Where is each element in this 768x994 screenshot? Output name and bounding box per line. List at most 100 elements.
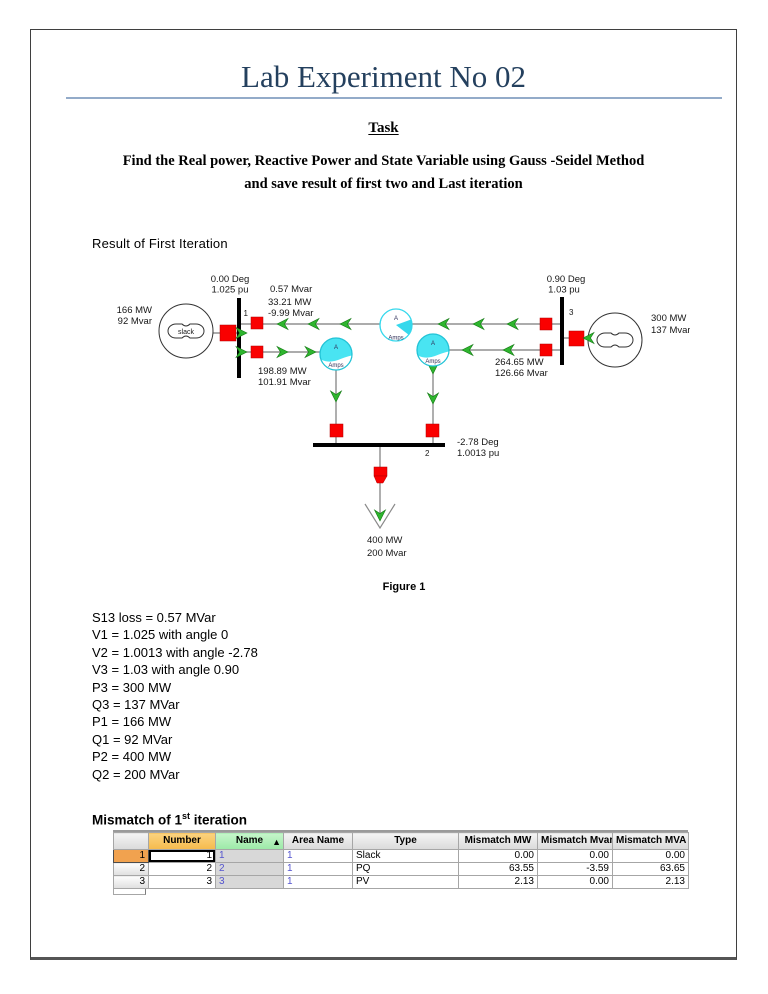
bus2-angle-label: -2.78 Deg <box>457 437 499 448</box>
ammeter-gauge: A Amps <box>379 308 413 342</box>
table-row[interactable]: 2 2 2 1 PQ 63.55 -3.59 63.65 <box>113 862 689 876</box>
flow-arrow-icon <box>235 345 248 359</box>
load-mw-label: 400 MW <box>367 535 402 546</box>
cell-name[interactable]: 2 <box>215 862 284 876</box>
table-row[interactable]: 3 3 3 1 PV 2.13 0.00 2.13 <box>113 875 689 889</box>
cell-mismatch-mw[interactable]: 63.55 <box>458 862 538 876</box>
header-mismatch-mvar[interactable]: Mismatch Mvar <box>537 832 613 850</box>
ammeter-gauge: A Amps <box>319 337 353 371</box>
line12-mw-label: 198.89 MW <box>258 366 307 377</box>
cell-area-name[interactable]: 1 <box>283 849 353 863</box>
header-name[interactable]: Name ▲ <box>215 832 284 850</box>
cell-number[interactable]: 2 <box>148 862 216 876</box>
ammeter-letter: A <box>431 341 435 347</box>
result-line: P2 = 400 MW <box>92 749 172 765</box>
load-breaker-icon <box>373 466 388 477</box>
header-area-name[interactable]: Area Name <box>283 832 353 850</box>
results-list: S13 loss = 0.57 MVar V1 = 1.025 with ang… <box>92 609 258 783</box>
ammeter-needle-wedge <box>396 319 412 335</box>
cell-mismatch-mw[interactable]: 0.00 <box>458 849 538 863</box>
header-name-label: Name <box>235 835 264 846</box>
cell-mismatch-mvar[interactable]: 0.00 <box>537 875 613 889</box>
cell-name[interactable]: 1 <box>215 849 284 863</box>
cell-number[interactable]: 3 <box>148 875 216 889</box>
bus1-pu-label: 1.025 pu <box>212 285 249 296</box>
breaker-icon <box>250 316 264 330</box>
gen3-mvar-label: 137 Mvar <box>651 325 690 336</box>
bus3-angle-label: 0.90 Deg <box>547 274 586 285</box>
task-description: Find the Real power, Reactive Power and … <box>31 150 736 195</box>
bus2-bar <box>313 443 445 447</box>
header-mismatch-mw[interactable]: Mismatch MW <box>458 832 538 850</box>
breaker-icon <box>568 330 585 347</box>
result-line: P1 = 166 MW <box>92 714 172 730</box>
ammeter-units: Amps <box>328 363 343 369</box>
cell-mismatch-mva[interactable]: 63.65 <box>612 862 689 876</box>
line12-mvar-label: 101.91 Mvar <box>258 377 311 388</box>
breaker-icon <box>539 317 553 331</box>
load-mvar-label: 200 Mvar <box>367 548 407 559</box>
sort-ascending-icon[interactable]: ▲ <box>272 837 281 847</box>
cell-mismatch-mva[interactable]: 2.13 <box>612 875 689 889</box>
cell-type[interactable]: PV <box>352 875 459 889</box>
cell-mismatch-mva[interactable]: 0.00 <box>612 849 689 863</box>
ammeter-units: Amps <box>388 336 403 342</box>
row-header[interactable]: 2 <box>113 862 149 876</box>
cell-type[interactable]: Slack <box>352 849 459 863</box>
row-header[interactable]: 3 <box>113 875 149 889</box>
document-page: Lab Experiment No 02 Task Find the Real … <box>30 29 737 960</box>
flow-arrow-icon <box>437 317 450 331</box>
flow-arrow-icon <box>426 392 440 405</box>
gen1-mvar-label: 92 Mvar <box>118 316 152 327</box>
ammeter-letter: A <box>394 316 398 322</box>
row-header[interactable]: 1 <box>113 849 149 863</box>
flow-arrow-icon <box>506 317 519 331</box>
cell-type[interactable]: PQ <box>352 862 459 876</box>
header-type[interactable]: Type <box>352 832 459 850</box>
mismatch-heading-text: Mismatch of 1 <box>92 812 183 828</box>
page-title: Lab Experiment No 02 <box>241 59 526 94</box>
cell-area-name[interactable]: 1 <box>283 862 353 876</box>
bus1-number: 1 <box>244 309 249 318</box>
bus3-pu-label: 1.03 pu <box>548 285 580 296</box>
ammeter-gauge: A Amps <box>416 333 450 367</box>
flow-arrow-icon <box>329 390 343 403</box>
table-header-row: Number Name▲ Area Name Type Mismatch MW … <box>113 832 689 850</box>
cell-area-name[interactable]: 1 <box>283 875 353 889</box>
line13-mw-label: 33.21 MW <box>268 297 311 308</box>
bus1-angle-label: 0.00 Deg <box>211 274 250 285</box>
header-mismatch-mva[interactable]: Mismatch MVA <box>612 832 689 850</box>
cell-mismatch-mvar[interactable]: -3.59 <box>537 862 613 876</box>
line32-mw-label: 264.65 MW <box>495 357 544 368</box>
cell-mismatch-mvar[interactable]: 0.00 <box>537 849 613 863</box>
breaker-icon <box>539 343 553 357</box>
result-line: S13 loss = 0.57 MVar <box>92 610 216 625</box>
result-line: V1 = 1.025 with angle 0 <box>92 627 229 643</box>
mismatch-table: Number Name▲ Area Name Type Mismatch MW … <box>113 830 689 895</box>
result-line: V3 = 1.03 with angle 0.90 <box>92 662 240 678</box>
task-heading: Task <box>368 120 399 136</box>
ammeter-letter: A <box>334 345 338 351</box>
result-line: P3 = 300 MW <box>92 679 172 695</box>
result-line: Q1 = 92 MVar <box>92 731 173 747</box>
breaker-icon <box>250 345 264 359</box>
flow-arrow-icon <box>472 317 485 331</box>
header-number[interactable]: Number <box>148 832 216 850</box>
flow-arrow-icon <box>582 331 595 345</box>
flow-arrow-icon <box>307 317 320 331</box>
generator1-rotor-icon <box>167 323 205 339</box>
table-row[interactable]: 1 1 1 1 Slack 0.00 0.00 0.00 <box>113 849 689 863</box>
cell-mismatch-mw[interactable]: 2.13 <box>458 875 538 889</box>
cell-number[interactable]: 1 <box>148 849 216 863</box>
task-line-2: and save result of first two and Last it… <box>244 175 523 192</box>
load-arrow-outline <box>364 503 396 530</box>
line13-loss-label: 0.57 Mvar <box>270 284 312 295</box>
flow-arrow-icon <box>304 345 317 359</box>
gen1-slack-label: slack <box>178 329 194 336</box>
cell-name[interactable]: 3 <box>215 875 284 889</box>
mismatch-heading: Mismatch of 1st iteration <box>92 811 247 828</box>
load-breaker-icon <box>373 475 388 484</box>
gen3-mw-label: 300 MW <box>651 313 686 324</box>
breaker-icon <box>219 324 237 342</box>
